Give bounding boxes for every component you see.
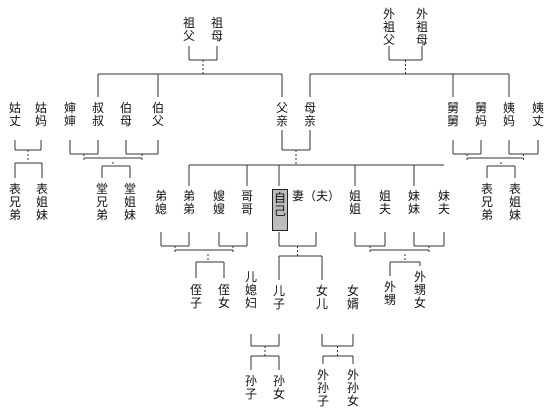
node-maternal-uncle-wife: 舅妈 [474, 101, 487, 128]
node-granddaughter-daughter: 外孙女 [346, 368, 359, 408]
node-elder-sister-husband: 姐夫 [378, 189, 391, 216]
node-mother: 母亲 [303, 101, 316, 128]
node-cousin-paternal-female: 堂姐妹 [123, 182, 136, 222]
node-maternal-aunt: 姨妈 [502, 101, 515, 128]
node-niece: 侄女 [217, 283, 230, 310]
node-niece-sister: 外甥女 [413, 270, 426, 310]
node-elder-sister: 姐姐 [348, 189, 361, 216]
node-son-in-law: 女婿 [346, 284, 359, 311]
node-elder-brother: 哥哥 [240, 189, 253, 216]
node-elder-brother-wife: 嫂嫂 [212, 189, 225, 216]
node-younger-brother: 弟弟 [182, 189, 195, 216]
node-grandmother: 祖母 [210, 16, 223, 43]
node-cousin-paternal-aunt-female: 表姐妹 [35, 182, 48, 222]
node-nephew-sister: 外甥 [383, 280, 396, 307]
node-paternal-aunt: 姑妈 [34, 101, 47, 128]
node-granddaughter: 孙女 [272, 374, 285, 401]
node-uncle-younger-wife: 婶婶 [63, 101, 76, 128]
node-cousin-maternal-female: 表姐妹 [508, 182, 521, 222]
self-highlight-box: 自己 [272, 189, 288, 231]
node-maternal-grandfather: 外祖父 [382, 7, 395, 47]
node-grandson: 孙子 [244, 374, 257, 401]
node-maternal-grandmother: 外祖母 [415, 7, 428, 47]
node-nephew: 侄子 [189, 283, 202, 310]
node-spouse: 妻（夫） [291, 189, 340, 203]
node-cousin-paternal-aunt: 表兄弟 [8, 182, 21, 222]
node-uncle-elder-wife: 伯母 [119, 101, 132, 128]
node-maternal-aunt-husband: 姨丈 [531, 101, 544, 128]
node-grandson-daughter: 外孙子 [316, 368, 329, 408]
node-uncle-younger: 叔叔 [91, 101, 104, 128]
node-father: 父亲 [275, 101, 288, 128]
node-younger-brother-wife: 弟媳 [154, 189, 167, 216]
node-son: 儿子 [272, 284, 285, 311]
node-daughter: 女儿 [315, 284, 328, 311]
node-daughter-in-law: 儿媳妇 [244, 270, 257, 310]
node-younger-sister: 妹妹 [407, 189, 420, 216]
node-maternal-uncle: 舅舅 [446, 101, 459, 128]
node-younger-sister-husband: 妹夫 [437, 189, 450, 216]
node-grandfather: 祖父 [182, 16, 195, 43]
node-uncle-elder: 伯父 [151, 101, 164, 128]
node-cousin-paternal: 堂兄弟 [95, 182, 108, 222]
node-paternal-aunt-husband: 姑丈 [8, 101, 21, 128]
node-cousin-maternal: 表兄弟 [480, 182, 493, 222]
node-self: 自己 [273, 191, 286, 218]
